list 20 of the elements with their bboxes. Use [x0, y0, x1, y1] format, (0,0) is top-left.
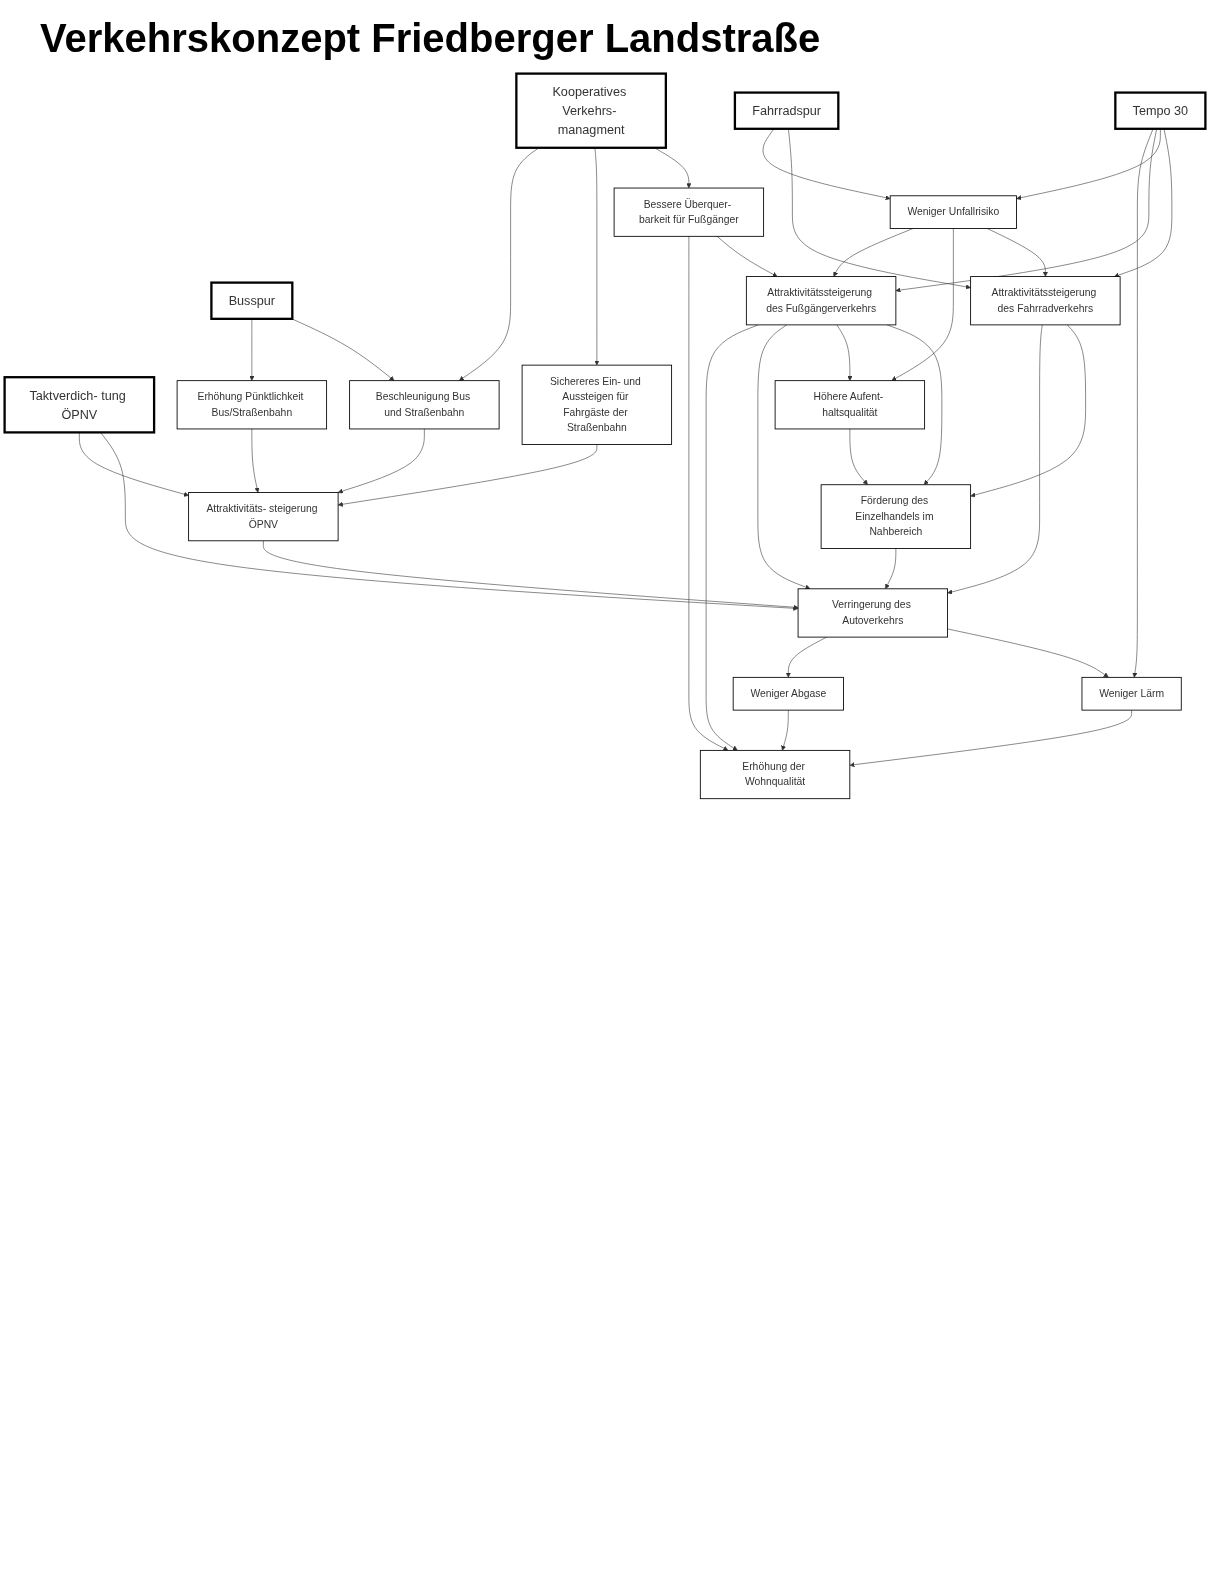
- node-box: Attraktivitätssteigerung des Fahrradverkehrs: [970, 276, 1121, 326]
- node-box: Verringerung des Autoverkehrs: [797, 588, 948, 638]
- node-box: Tempo 30: [1114, 91, 1207, 130]
- node-box: Beschleunigung Bus und Straßenbahn: [349, 380, 500, 430]
- node-box: Kooperatives Verkehrs- managment: [515, 72, 667, 149]
- node-box: Weniger Abgase: [732, 676, 844, 711]
- node-box: Busspur: [210, 281, 294, 320]
- node-box: Bessere Überquer- barkeit für Fußgänger: [613, 187, 765, 237]
- diagram-title: Verkehrskonzept Friedberger Landstraße: [40, 16, 822, 61]
- node-box: Höhere Aufent- haltsqualität: [774, 380, 926, 430]
- node-box: Erhöhung Pünktlichkeit Bus/Straßenbahn: [176, 380, 328, 430]
- node-box: Attraktivitätssteigerung des Fußgängerverkehrs: [745, 276, 897, 326]
- node-box: Weniger Lärm: [1081, 676, 1182, 711]
- node-box: Erhöhung der Wohnqualität: [699, 749, 851, 800]
- node-box: Weniger Unfallrisiko: [889, 195, 1017, 229]
- node-box: Fahrradspur: [733, 91, 840, 130]
- node-box: Attraktivitäts- steigerung ÖPNV: [188, 492, 339, 542]
- node-box: Taktverdich- tung ÖPNV: [3, 376, 156, 434]
- node-box: Förderung des Einzelhandels im Nahbereich: [820, 484, 972, 549]
- node-box: Sichereres Ein- und Aussteigen für Fahrgäste der Straßenbahn: [521, 364, 673, 445]
